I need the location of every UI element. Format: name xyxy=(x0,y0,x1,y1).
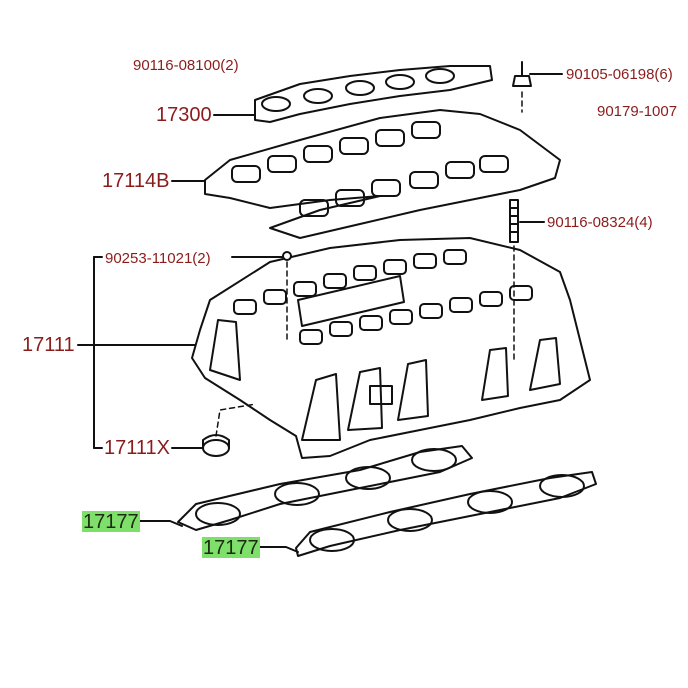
callout-plenum-gasket: 17300 xyxy=(156,104,212,126)
bolt-part xyxy=(512,61,532,87)
callout-cap: 17111X xyxy=(104,437,170,459)
callout-lower-gasket-1: 17177 xyxy=(82,511,140,533)
plug-part xyxy=(282,251,292,261)
intake-manifold-part xyxy=(191,237,591,459)
callout-top-partial: 90116-08100(2) xyxy=(133,57,239,74)
stud-part xyxy=(509,199,519,243)
callout-right-partial: 90179-1007 xyxy=(597,103,678,120)
callout-manifold: 17111 xyxy=(22,334,75,356)
lower-gasket-2-part xyxy=(295,471,597,557)
callout-lower-gasket-2: 17177 xyxy=(202,537,260,559)
callout-plug: 90253-11021(2) xyxy=(105,250,211,267)
upper-gasket-part xyxy=(204,109,561,239)
lower-gasket-1-part xyxy=(177,445,473,531)
callout-stud: 90116-08324(4) xyxy=(547,214,653,231)
cap-part xyxy=(202,434,230,457)
callout-upper-gasket: 17114B xyxy=(102,170,170,192)
plenum-gasket-part xyxy=(254,65,493,123)
callout-bolt: 90105-06198(6) xyxy=(566,66,673,83)
